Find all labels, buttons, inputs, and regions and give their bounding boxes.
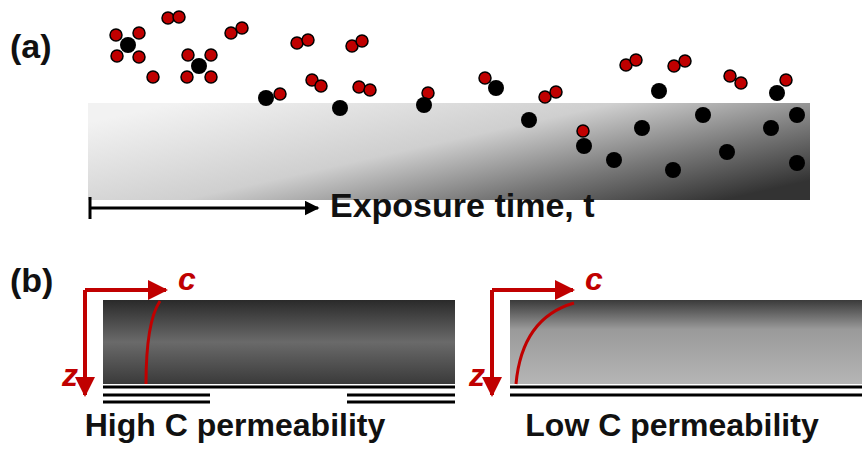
carbon-atom: [606, 152, 622, 168]
oxygen-atom: [780, 74, 792, 86]
substrate-line: [510, 394, 862, 397]
molecules: [110, 11, 805, 178]
oxygen-atom: [205, 71, 217, 83]
panel-label: (a): [10, 28, 52, 65]
oxygen-atom: [147, 71, 159, 83]
oxygen-atom: [724, 70, 736, 82]
carbon-atom: [332, 100, 348, 116]
carbon-atom: [695, 107, 711, 123]
oxygen-atom: [181, 71, 193, 83]
oxygen-atom: [162, 12, 174, 24]
c-axis: [85, 288, 166, 292]
oxygen-atom: [225, 27, 237, 39]
carbon-atom: [488, 80, 504, 96]
carbon-atom: [416, 97, 432, 113]
carbon-atom: [634, 120, 650, 136]
panel-label: (b): [10, 262, 53, 299]
carbon-atom: [789, 107, 805, 123]
oxygen-atom: [364, 84, 376, 96]
oxygen-atom: [205, 49, 217, 61]
carbon-atom: [191, 58, 207, 74]
oxygen-atom: [679, 55, 691, 67]
concentration-curve: [516, 303, 574, 384]
substrate-line: [103, 394, 210, 397]
carbon-atom: [769, 85, 785, 101]
oxygen-atom: [479, 72, 491, 84]
oxygen-atom: [110, 29, 122, 41]
c-axis: [492, 288, 573, 292]
film-slab: [88, 103, 810, 200]
carbon-atom: [665, 162, 681, 178]
substrate-line: [103, 386, 455, 389]
carbon-atom: [120, 37, 136, 53]
oxygen-atom: [356, 35, 368, 47]
oxygen-atom: [133, 51, 145, 63]
oxygen-atom: [291, 37, 303, 49]
oxygen-atom: [173, 11, 185, 23]
carbon-atom: [789, 155, 805, 171]
oxygen-atom: [735, 77, 747, 89]
oxygen-atom: [182, 49, 194, 61]
carbon-atom: [763, 120, 779, 136]
z-axis: [83, 290, 87, 395]
oxygen-atom: [577, 125, 589, 137]
oxygen-atom: [630, 54, 642, 66]
oxygen-atom: [315, 80, 327, 92]
substrate-line: [510, 386, 862, 389]
film-slab: [510, 300, 862, 384]
axis-symbol: z: [469, 358, 485, 393]
axis-symbol: z: [62, 358, 78, 393]
concentration-curve: [146, 301, 160, 384]
time-arrow: [90, 207, 318, 210]
oxygen-atom: [550, 86, 562, 98]
substrate-line: [347, 401, 455, 404]
oxygen-atom: [353, 81, 365, 93]
substrate-line: [103, 401, 210, 404]
carbon-atom: [258, 90, 274, 106]
substrate-line: [347, 394, 455, 397]
z-axis: [490, 290, 494, 395]
axis-symbol: c: [178, 262, 196, 297]
oxygen-atom: [133, 27, 145, 39]
carbon-atom: [521, 112, 537, 128]
oxygen-atom: [111, 50, 123, 62]
axis-label: Exposure time, t: [330, 187, 595, 224]
caption-label: High C permeability: [85, 408, 386, 443]
oxygen-atom: [668, 60, 680, 72]
oxygen-atom: [302, 34, 314, 46]
axis-symbol: c: [585, 262, 603, 297]
carbon-atom: [576, 138, 592, 154]
carbon-atom: [651, 83, 667, 99]
film-slab: [103, 300, 455, 384]
oxygen-atom: [274, 88, 286, 100]
carbon-atom: [719, 144, 735, 160]
oxygen-atom: [539, 91, 551, 103]
oxygen-atom: [236, 22, 248, 34]
caption-label: Low C permeability: [525, 408, 818, 443]
